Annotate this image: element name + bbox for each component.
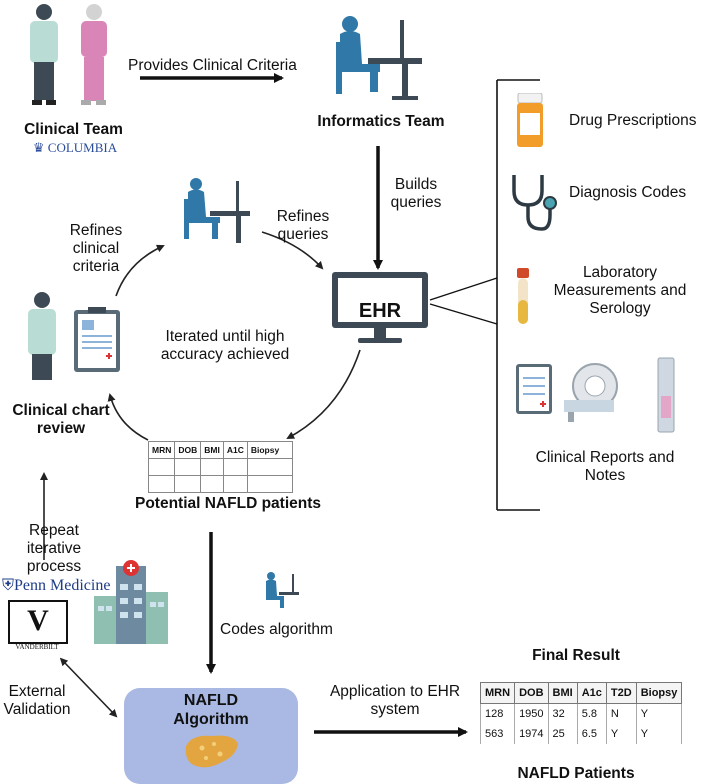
final-cell: N xyxy=(605,703,637,724)
vanderbilt-v-icon: V xyxy=(27,604,49,637)
reports-imaging-icon xyxy=(516,357,675,433)
columbia-wordmark: COLUMBIA xyxy=(47,140,118,155)
final-result-table: MRN DOB BMI A1c T2D Biopsy 128 1950 32 5… xyxy=(479,682,683,744)
provides-criteria-label: Provides Clinical Criteria xyxy=(128,57,297,74)
codes-algorithm-label: Codes algorithm xyxy=(220,621,333,638)
final-col: T2D xyxy=(605,682,637,704)
potential-header-row: MRN DOB BMI A1C Biopsy xyxy=(147,441,293,459)
final-col: MRN xyxy=(479,682,516,704)
final-row: 563 1974 25 6.5 Y Y xyxy=(479,724,683,744)
potential-col: BMI xyxy=(200,441,224,459)
final-cell: 563 xyxy=(479,724,515,744)
potential-table: MRN DOB BMI A1C Biopsy xyxy=(147,441,293,493)
potential-col: A1C xyxy=(222,441,248,459)
liver-icon xyxy=(185,735,238,768)
potential-col: Biopsy xyxy=(246,441,293,459)
refines-queries-label: Refines queries xyxy=(276,208,330,243)
bracket-connector-top xyxy=(429,277,498,301)
penn-wordmark: Penn Medicine xyxy=(14,577,111,594)
test-tube-icon xyxy=(517,268,529,324)
clinical-reports-label: Clinical Reports and Notes xyxy=(535,449,675,484)
lab-measurements-label: Laboratory Measurements and Serology xyxy=(553,264,687,317)
iterated-label: Iterated until high accuracy achieved xyxy=(160,328,290,363)
final-cell: 32 xyxy=(547,703,578,724)
potential-patients-label: Potential NAFLD patients xyxy=(134,495,321,512)
bracket-connector-bottom xyxy=(429,303,498,325)
vanderbilt-wordmark: VANDERBILT xyxy=(15,643,59,651)
final-cell: Y xyxy=(635,703,683,724)
diagnosis-codes-label: Diagnosis Codes xyxy=(569,184,687,201)
coder-icon xyxy=(266,572,299,608)
final-cell: 6.5 xyxy=(576,724,607,744)
final-cell: Y xyxy=(635,724,683,744)
chart-review-label: Clinical chart review xyxy=(12,402,110,437)
drug-prescriptions-label: Drug Prescriptions xyxy=(569,112,697,129)
penn-medicine-logo: ⛨Penn Medicine xyxy=(2,577,110,595)
vanderbilt-logo: V xyxy=(8,600,68,644)
nafld-algorithm-box: NAFLD Algorithm xyxy=(124,688,298,784)
crown-icon: ♛ xyxy=(32,140,45,155)
final-col: A1c xyxy=(576,682,607,704)
final-cell: 25 xyxy=(547,724,578,744)
arc-refines-queries xyxy=(261,231,324,270)
application-label: Application to EHR system xyxy=(329,683,461,718)
final-cell: Y xyxy=(605,724,637,744)
arc-review-to-refine xyxy=(115,244,165,297)
final-cell: 1974 xyxy=(514,724,549,744)
final-row: 128 1950 32 5.8 N Y xyxy=(479,703,683,724)
potential-col: MRN xyxy=(147,441,176,459)
arc-potential-to-review xyxy=(107,393,149,441)
chart-review-icon xyxy=(28,292,120,380)
potential-empty-row xyxy=(147,458,293,476)
columbia-logo: ♛ COLUMBIA xyxy=(20,140,130,156)
refines-criteria-label: Refines clinical criteria xyxy=(69,222,123,275)
arrow-external xyxy=(59,657,118,718)
clinical-team-label: Clinical Team xyxy=(24,121,123,138)
final-col: BMI xyxy=(547,682,578,704)
informatics-team-icon xyxy=(336,16,422,100)
informatics-small-icon xyxy=(184,178,250,243)
informatics-team-label: Informatics Team xyxy=(317,113,445,130)
external-validation-label: External Validation xyxy=(3,683,71,718)
repeat-process-text: Repeat iterative process xyxy=(26,522,82,575)
final-cell: 128 xyxy=(479,703,515,724)
hospital-icon xyxy=(94,560,168,644)
final-cell: 1950 xyxy=(514,703,549,724)
clinical-team-icon xyxy=(30,4,107,105)
nafld-algorithm-label: NAFLD Algorithm xyxy=(173,692,249,728)
nafld-patients-footer: NAFLD Patients xyxy=(517,765,635,782)
potential-empty-row xyxy=(147,475,293,493)
penn-shield-icon: ⛨ xyxy=(2,577,15,594)
ehr-label: EHR xyxy=(358,300,402,322)
final-col: DOB xyxy=(514,682,549,704)
final-header-row: MRN DOB BMI A1c T2D Biopsy xyxy=(479,682,683,704)
ehr-monitor-icon xyxy=(332,272,428,343)
builds-queries-label: Builds queries xyxy=(390,176,442,211)
pill-bottle-icon xyxy=(517,93,543,147)
potential-col: DOB xyxy=(174,441,202,459)
arc-ehr-to-potential xyxy=(286,349,361,439)
final-result-title: Final Result xyxy=(532,647,620,664)
repeat-process-label: Repeat iterative process xyxy=(24,522,84,576)
final-col: Biopsy xyxy=(635,682,683,704)
final-cell: 5.8 xyxy=(576,703,607,724)
stethoscope-icon xyxy=(512,175,557,231)
